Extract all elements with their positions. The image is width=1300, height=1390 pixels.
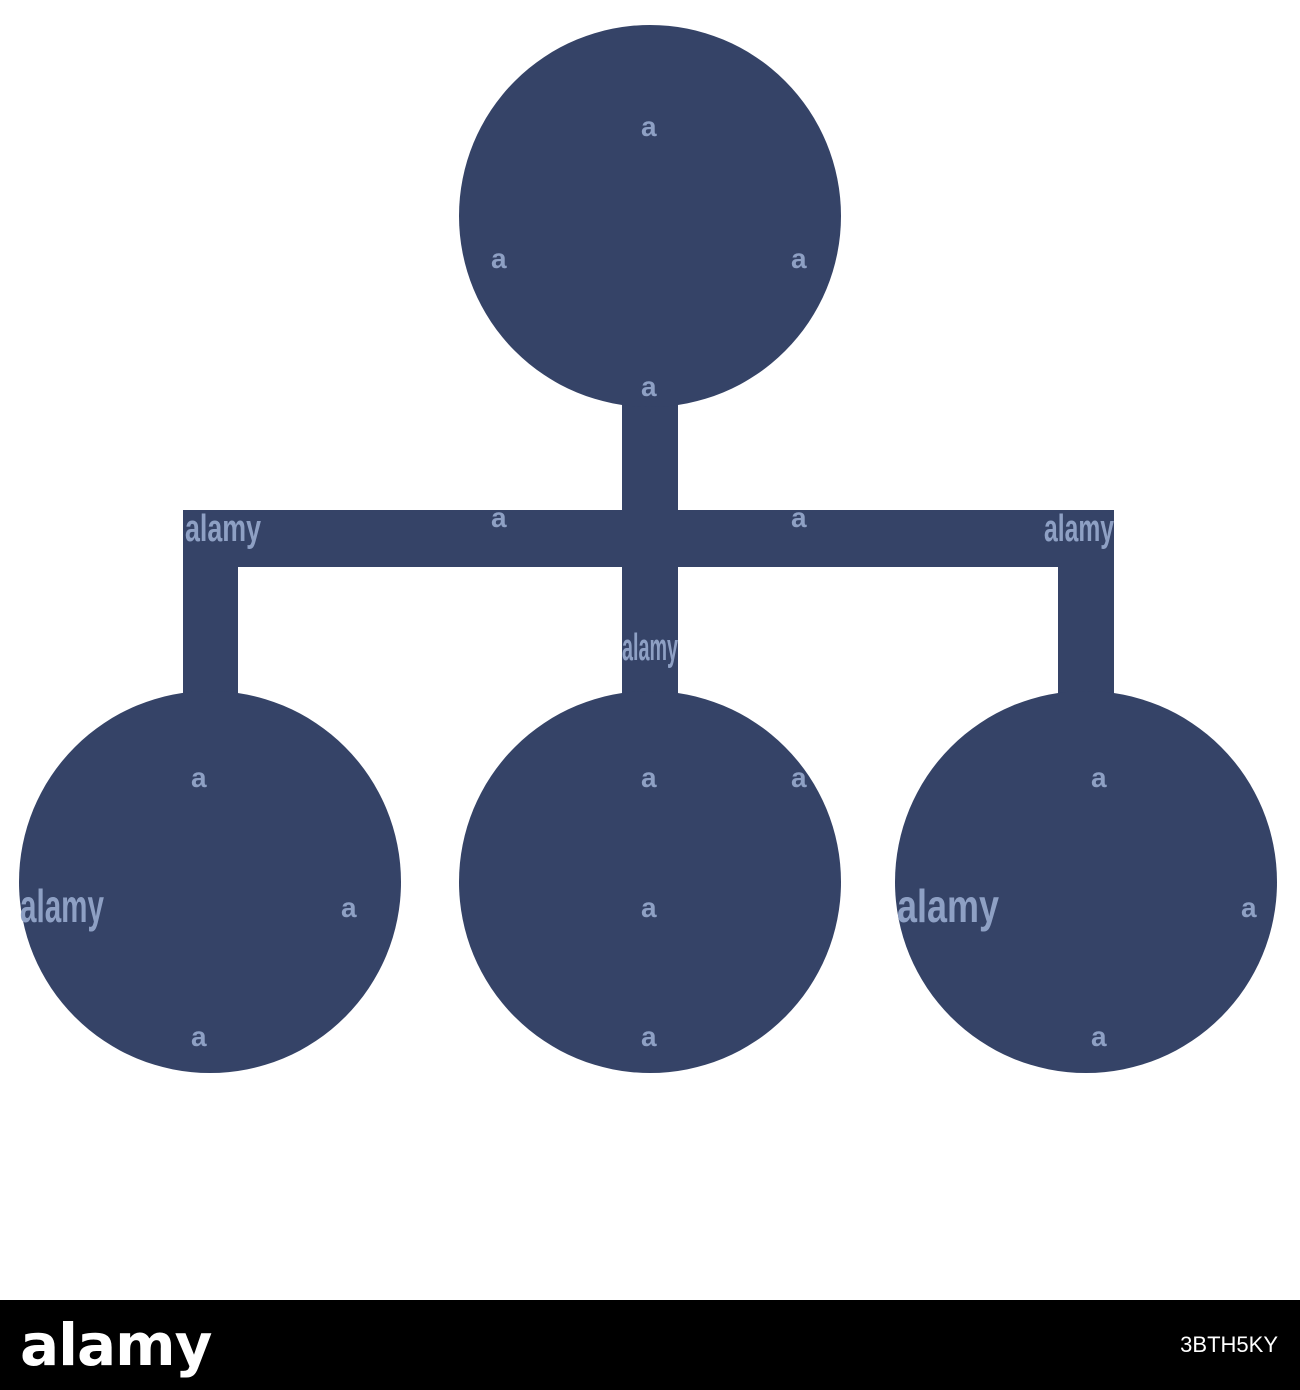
watermark-letter: a (641, 762, 657, 793)
watermark-word: alamy (20, 880, 104, 932)
watermark-word: alamy (897, 880, 999, 932)
horizontal-bus-connector (183, 510, 1114, 567)
watermark-letter: a (641, 111, 657, 142)
image-code: 3BTH5KY (1180, 1332, 1278, 1357)
watermark-letter: a (1241, 892, 1257, 923)
footer-bar: alamy 3BTH5KY (0, 1300, 1300, 1390)
brand-logo: alamy (20, 1311, 212, 1379)
left-branch-connector (183, 510, 238, 705)
watermark-letter: a (641, 371, 657, 402)
hierarchy-diagram: a a a a a a alamy alamy alamy a a a a al… (19, 25, 1277, 1073)
watermark-letter: a (1091, 1021, 1107, 1052)
root-stem-connector (622, 395, 678, 515)
watermark-letter: a (491, 243, 507, 274)
watermark-letter: a (191, 1021, 207, 1052)
right-branch-connector (1058, 510, 1114, 705)
child-node-center (459, 691, 841, 1073)
watermark-letter: a (641, 892, 657, 923)
watermark-overlay: a a a a a a alamy alamy alamy a a a a al… (20, 111, 1257, 1052)
watermark-word: alamy (1044, 508, 1114, 550)
center-branch-connector (622, 560, 678, 705)
root-node (459, 25, 841, 407)
watermark-letter: a (791, 502, 807, 533)
child-node-left (19, 691, 401, 1073)
connectors (183, 395, 1114, 705)
child-node-right (895, 691, 1277, 1073)
watermark-letter: a (491, 502, 507, 533)
watermark-letter: a (791, 243, 807, 274)
watermark-word: alamy (185, 508, 261, 550)
watermark-letter: a (191, 762, 207, 793)
nodes (19, 25, 1277, 1073)
watermark-letter: a (641, 1021, 657, 1052)
watermark-letter: a (1091, 762, 1107, 793)
watermark-letter: a (791, 762, 807, 793)
watermark-word: alamy (622, 627, 678, 669)
watermark-letter: a (341, 892, 357, 923)
